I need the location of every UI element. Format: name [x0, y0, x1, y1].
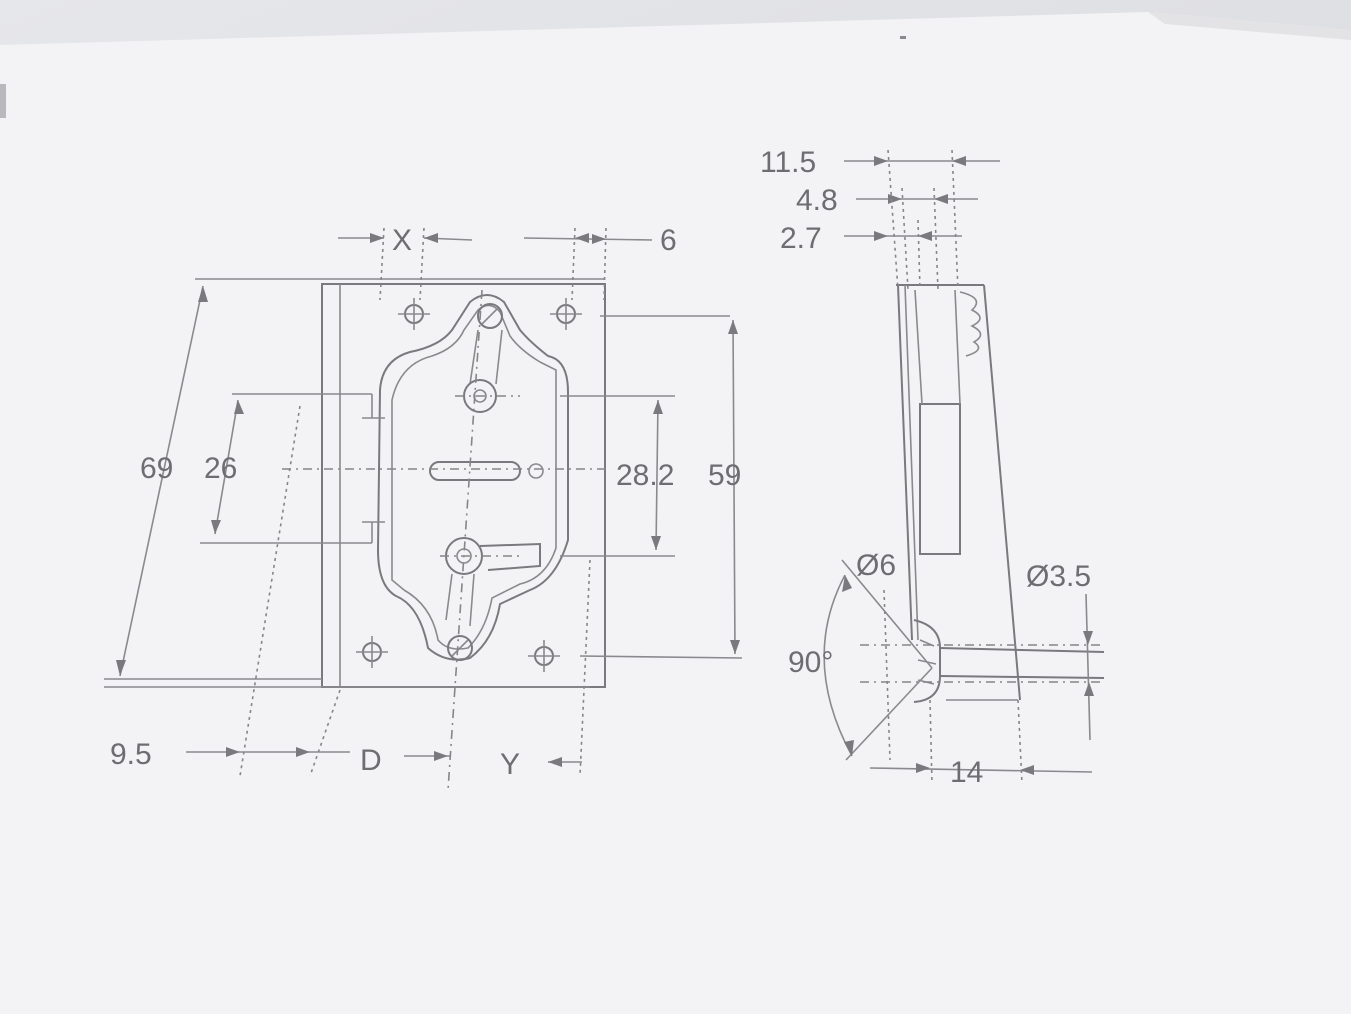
side-view: 11.5 4.8 2.7 Ø6 Ø3.5 90° 14 — [760, 146, 1105, 789]
centre-slot — [429, 461, 521, 481]
front-view: X 6 69 26 28.2 59 9.5 D Y — [104, 224, 743, 791]
dim-label-6-top: 6 — [660, 224, 677, 257]
dim-label-14: 14 — [950, 756, 983, 789]
dim-label-69: 69 — [140, 452, 173, 485]
dim-label-dia-3-5: Ø3.5 — [1026, 560, 1091, 593]
dim-label-d: D — [360, 744, 382, 777]
side-spring-detail — [959, 291, 982, 357]
side-inner-slot — [919, 403, 961, 555]
escutcheon-outline — [376, 294, 569, 661]
dim-label-26: 26 — [204, 452, 237, 485]
lower-screw-hole — [447, 635, 473, 661]
scan-edge-mark — [0, 84, 6, 118]
mounting-hole-top-left — [398, 298, 430, 330]
angle-arc — [823, 574, 853, 757]
dim-label-59: 59 — [708, 459, 741, 492]
dim-label-28-2: 28.2 — [616, 459, 674, 492]
mounting-hole-bottom-left — [356, 636, 388, 668]
paper-shadow — [1148, 12, 1351, 40]
mounting-hole-bottom-right — [528, 640, 560, 672]
dim-label-9-5: 9.5 — [110, 738, 152, 771]
dim-label-x: X — [392, 224, 412, 257]
upper-screw-hole — [477, 303, 503, 329]
dim-label-90-deg: 90° — [788, 646, 833, 679]
dim-label-y: Y — [500, 748, 520, 781]
paper-sheet — [0, 12, 1351, 1014]
dim-label-2-7: 2.7 — [780, 222, 822, 255]
dim-label-11-5: 11.5 — [760, 146, 816, 179]
dim-label-dia-6: Ø6 — [856, 549, 896, 582]
scan-speck — [900, 36, 906, 39]
dim-label-4-8: 4.8 — [796, 184, 838, 217]
mounting-hole-top-right — [550, 298, 582, 330]
